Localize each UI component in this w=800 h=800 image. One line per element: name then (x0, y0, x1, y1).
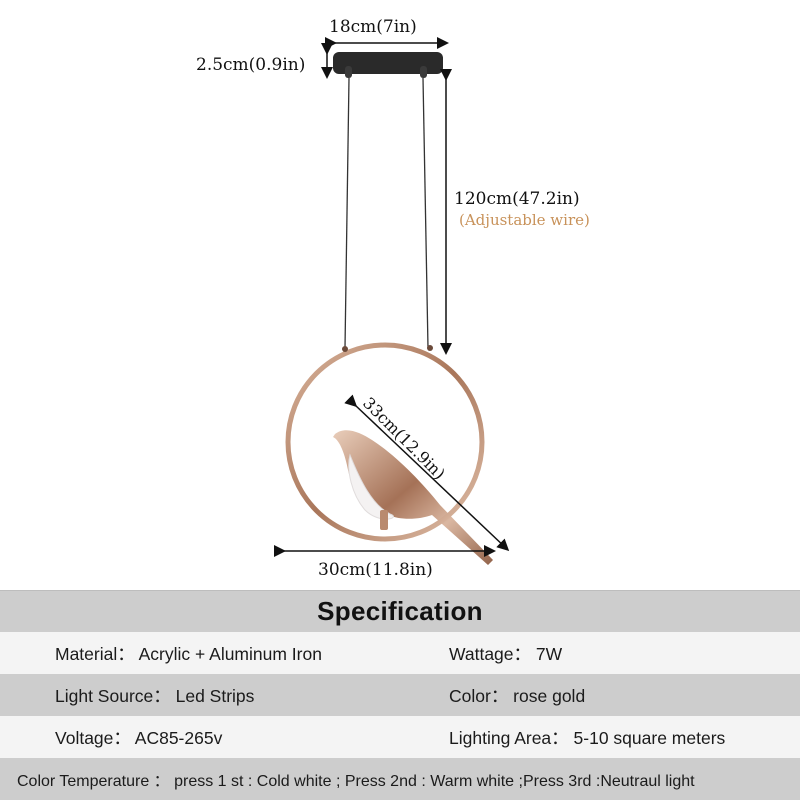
spec-light-source: Light Source： Led Strips (55, 685, 255, 706)
spec-title: Specification (317, 596, 483, 626)
ring-diagonal-arrow (344, 394, 510, 552)
spec-row-light-source: Light Source： Led Strips Color： rose gol… (0, 674, 800, 716)
canopy-height-label: 2.5cm(0.9in) (196, 55, 306, 75)
spec-material: Material： Acrylic + Aluminum Iron (55, 643, 322, 664)
spec-header: Specification (0, 590, 800, 632)
spec-color-temperature: Color Temperature ： press 1 st : Cold wh… (17, 773, 695, 790)
product-dimension-diagram: 33cm(12.9in) 18cm(7in) 2.5cm(0.9in) 120c… (196, 17, 590, 580)
spec-color: Color： rose gold (449, 685, 586, 706)
ring-width-label: 30cm(11.8in) (318, 560, 433, 580)
ceiling-canopy (333, 52, 443, 74)
spec-row-color-temperature: Color Temperature ： press 1 st : Cold wh… (0, 758, 800, 800)
spec-voltage: Voltage： AC85-265v (55, 727, 223, 748)
spec-row-material: Material： Acrylic + Aluminum Iron Wattag… (0, 632, 800, 674)
spec-row-voltage: Voltage： AC85-265v Lighting Area： 5-10 s… (0, 716, 800, 758)
spec-lighting-area: Lighting Area： 5-10 square meters (449, 727, 726, 748)
suspension-wire-right (422, 77, 429, 349)
wire-note-label: (Adjustable wire) (459, 211, 590, 229)
pendant-lamp-illustration: 33cm(12.9in) (274, 37, 510, 565)
specification-table: Specification Material： Acrylic + Alumin… (0, 590, 800, 800)
spec-wattage: Wattage： 7W (449, 643, 563, 664)
wire-length-label: 120cm(47.2in) (454, 189, 580, 209)
canopy-width-label: 18cm(7in) (329, 17, 417, 37)
suspension-wire-left (344, 77, 350, 349)
